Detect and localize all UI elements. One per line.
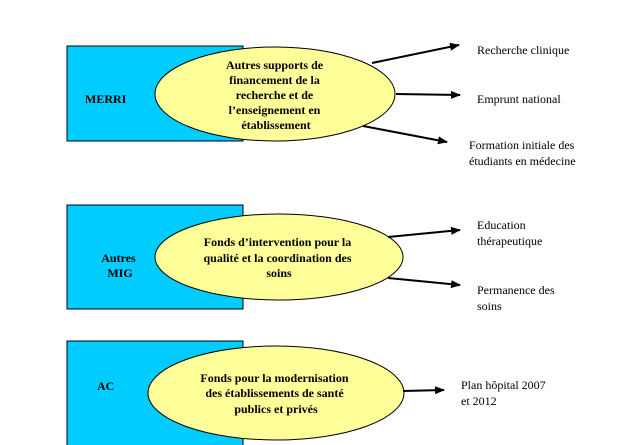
target-label: Emprunt national	[477, 92, 561, 106]
target-label: Education thérapeutique	[477, 218, 542, 248]
ellipse-text: Fonds pour la modernisation des établiss…	[200, 371, 351, 416]
ellipse-text: Autres supports de financement de la rec…	[226, 58, 326, 132]
group-ac: AC Fonds pour la modernisation des établ…	[66, 340, 549, 445]
group-autres-mig: Autres MIG Fonds d’intervention pour la …	[66, 204, 558, 313]
ellipse-autres-mig	[154, 213, 404, 301]
target-label: Permanence des soins	[477, 283, 558, 313]
group-merri: MERRI Autres supports de financement de …	[66, 42, 577, 168]
target-label: Plan hôpital 2007 et 2012	[461, 378, 549, 408]
arrow	[362, 125, 448, 145]
target-label: Formation initiale des étudiants en méde…	[469, 138, 577, 168]
ellipse-ac	[147, 345, 405, 441]
arrow	[387, 277, 461, 289]
box-label: MERRI	[85, 92, 127, 106]
arrow	[402, 386, 445, 395]
ellipse-text: Fonds d’intervention pour la qualité et …	[203, 235, 354, 280]
arrow	[371, 42, 460, 64]
arrow	[395, 90, 461, 99]
ellipse-merri	[154, 46, 396, 142]
target-label: Recherche clinique	[477, 43, 569, 57]
box-label: AC	[97, 379, 114, 393]
arrow	[387, 226, 461, 238]
box-label: Autres MIG	[101, 251, 138, 280]
